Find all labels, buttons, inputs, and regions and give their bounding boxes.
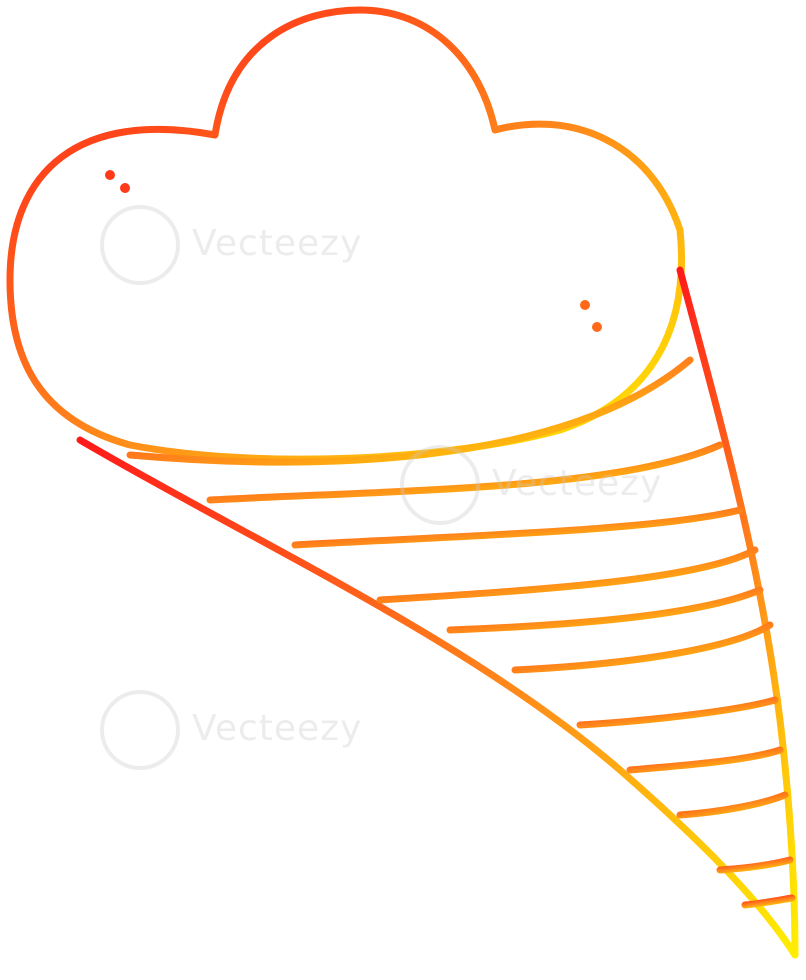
stripe: [206, 441, 724, 504]
cloud-outline: [6, 6, 685, 463]
cloud-eye-dot: [592, 322, 602, 332]
stripe: [291, 506, 744, 549]
stripe: [626, 746, 784, 774]
stripe: [511, 621, 774, 674]
stripe: [126, 356, 694, 466]
stripe: [376, 546, 759, 604]
stripe: [741, 894, 796, 909]
tornado-right-edge: [676, 266, 799, 959]
stripe: [716, 856, 794, 874]
stripe: [676, 791, 789, 819]
cloud-eye-dot: [105, 170, 115, 180]
tornado-left-edge: [76, 436, 799, 959]
stripe: [446, 586, 764, 634]
stripe: [576, 696, 779, 729]
cloud-eye-dot: [120, 183, 130, 193]
cloud-eye-dot: [580, 300, 590, 310]
